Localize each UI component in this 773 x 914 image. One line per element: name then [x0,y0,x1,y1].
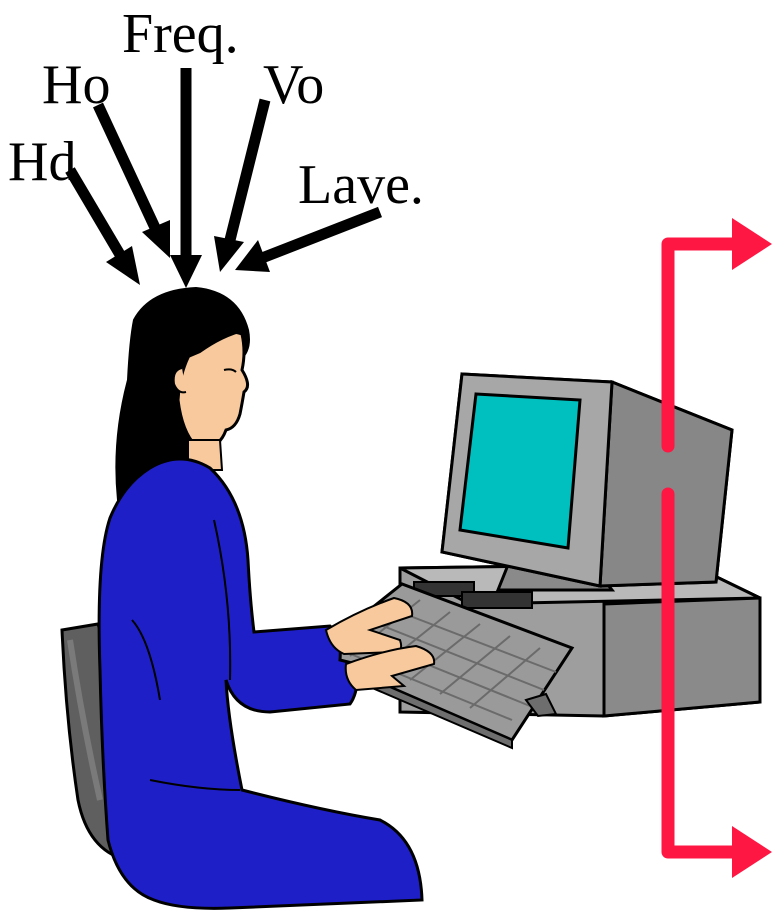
label-freq: Freq. [122,3,239,65]
label-vo: Vo [263,54,324,116]
arrow-lave [235,212,380,272]
arrow-freq [170,68,202,288]
label-hd: Hd [8,131,76,193]
label-lave: Lave. [298,154,424,216]
arrow-hd [70,170,140,285]
